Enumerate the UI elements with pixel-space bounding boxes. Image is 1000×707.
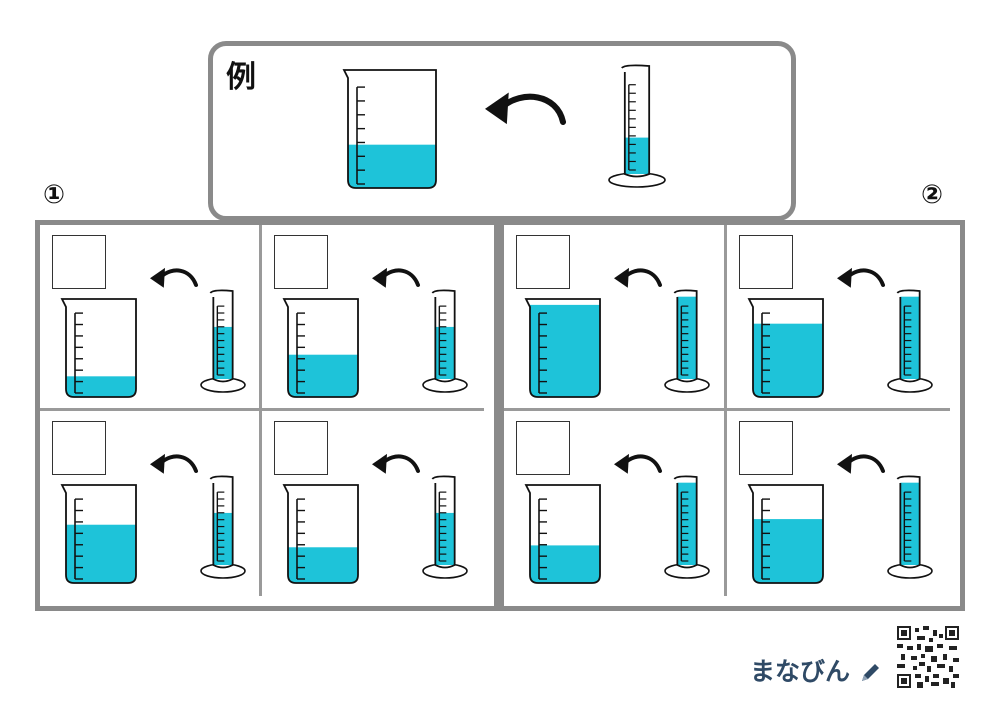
exercise-cell-1-1 [40,225,262,411]
curved-arrow-left-icon [837,267,885,288]
curved-arrow-left-icon [614,453,662,474]
cylinder-wrap [662,287,712,395]
cylinder-liquid [900,482,920,565]
cylinder-wrap [420,473,470,581]
beaker-liquid [749,323,823,397]
cylinder-1-2 [422,289,468,393]
cylinder-wrap [885,287,935,395]
exercise-cell-1-4 [262,411,484,597]
example-cylinder-slot [606,62,668,190]
example-beaker-slot [340,66,440,190]
example-cylinder [608,64,666,188]
answer-box[interactable] [739,420,793,475]
exercise-cell-2-2 [727,225,950,411]
beaker-2-4 [747,483,824,584]
curved-arrow-left-icon [372,267,420,288]
beaker-wrap [522,481,604,585]
section-number-2: ② [921,180,944,210]
cylinder-2-3 [664,474,710,579]
cylinder-1-3 [200,474,246,579]
beaker-1-4 [282,483,359,584]
cylinder-liquid [435,512,455,565]
curved-arrow-left-icon [614,267,662,288]
cylinder-1-1 [200,289,246,393]
beaker-2-2 [747,298,824,398]
cylinder-liquid [213,512,233,565]
answer-box[interactable] [516,235,570,289]
cylinder-liquid [677,296,697,379]
beaker-liquid [284,546,358,583]
beaker-liquid [344,144,436,188]
example-label: 例 [226,60,256,95]
exercise-cell-2-3 [504,410,727,596]
curved-arrow-left-icon [837,453,885,474]
beaker-2-1 [524,298,601,398]
beaker-liquid [62,524,136,583]
beaker-liquid [284,354,358,397]
arrow-wrap [614,265,664,289]
pencil-icon [859,662,881,684]
brand-name: まなびん [750,657,851,686]
cylinder-1-4 [422,474,468,579]
exercise-cell-1-3 [40,410,262,596]
arrow-wrap [372,265,422,289]
cylinder-wrap [885,473,935,581]
cylinder-wrap [198,287,248,395]
arrow-wrap [372,451,422,475]
exercise-cell-2-4 [727,411,950,597]
beaker-liquid [526,304,600,397]
arrow-wrap [614,451,664,475]
beaker-liquid [749,518,823,583]
beaker-wrap [280,295,362,399]
cylinder-2-4 [887,474,933,579]
beaker-liquid [526,544,600,583]
arrow-wrap [837,265,887,289]
curved-arrow-left-icon [372,453,420,474]
beaker-2-3 [524,483,601,584]
cylinder-liquid [677,482,697,565]
cylinder-wrap [662,473,712,581]
example-panel [208,41,796,221]
section-number-1: ① [43,180,66,210]
beaker-wrap [745,481,827,585]
beaker-1-3 [60,483,137,584]
curved-arrow-left-icon [150,453,198,474]
cylinder-liquid [213,326,233,379]
cylinder-2-2 [887,289,933,393]
example-beaker [342,69,437,189]
arrow-wrap [150,451,200,475]
exercise-cell-2-1 [504,225,727,411]
curved-arrow-left-icon [485,92,567,126]
answer-box[interactable] [516,420,570,475]
beaker-liquid [62,376,136,397]
beaker-wrap [280,481,362,585]
qr-code-icon [897,626,959,688]
answer-box[interactable] [274,235,328,289]
curved-arrow-left-icon [150,267,198,288]
answer-box[interactable] [739,235,793,289]
arrow-wrap [150,265,200,289]
brand-logo: まなびん [750,652,881,688]
cylinder-wrap [420,287,470,395]
arrow-wrap [837,451,887,475]
beaker-wrap [522,295,604,399]
answer-box[interactable] [52,235,106,289]
beaker-wrap [58,295,140,399]
cylinder-wrap [198,473,248,581]
beaker-1-2 [282,298,359,398]
cylinder-liquid [900,296,920,379]
cylinder-liquid [435,326,455,379]
exercise-cell-1-2 [262,225,484,411]
answer-box[interactable] [52,420,106,475]
beaker-wrap [745,295,827,399]
cylinder-2-1 [664,289,710,393]
beaker-wrap [58,481,140,585]
beaker-1-1 [60,298,137,398]
answer-box[interactable] [274,420,328,475]
example-arrow-slot [485,88,567,126]
